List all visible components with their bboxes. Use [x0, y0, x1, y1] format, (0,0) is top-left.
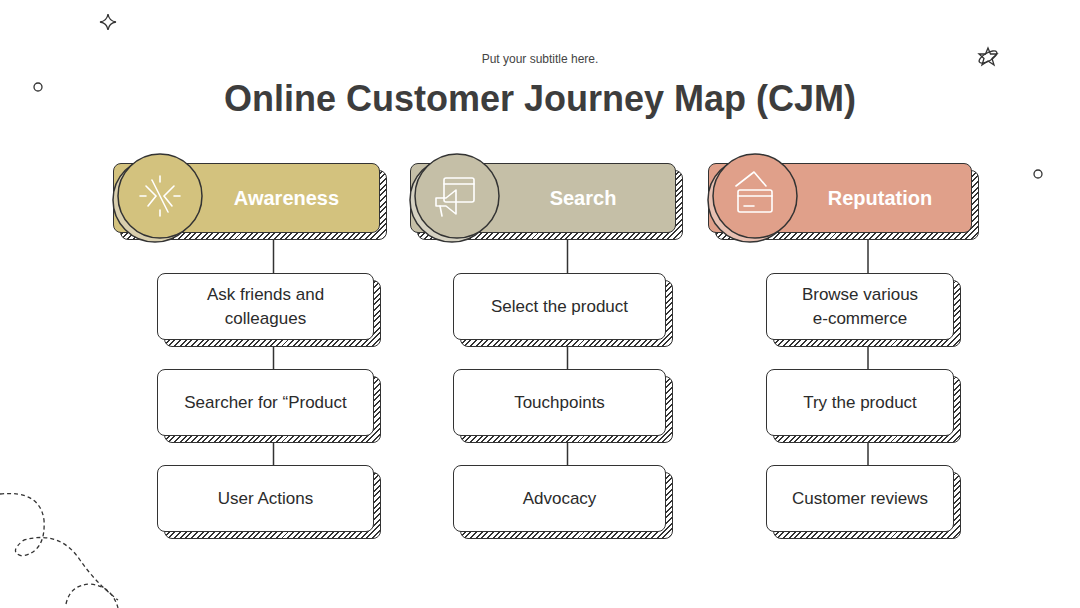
- search-icon-badge: [410, 154, 499, 242]
- stage-title: Awareness: [234, 187, 339, 210]
- step-box: Ask friends and colleagues: [157, 273, 374, 340]
- subtitle: Put your subtitle here.: [0, 52, 1080, 66]
- step-box: Customer reviews: [766, 465, 954, 532]
- awareness-icon-badge: [113, 154, 202, 242]
- step-text: Ask friends and colleagues: [196, 283, 336, 331]
- stage-title: Reputation: [828, 187, 932, 210]
- step-text: Advocacy: [523, 487, 597, 511]
- step-box: Select the product: [453, 273, 666, 340]
- step-text: Browse various e-commerce: [793, 283, 928, 331]
- sparkle: [100, 14, 116, 30]
- stage-header: Awareness: [113, 163, 380, 233]
- step-text: Try the product: [803, 391, 917, 415]
- step-box: Advocacy: [453, 465, 666, 532]
- step-box: Browse various e-commerce: [766, 273, 954, 340]
- step-box: User Actions: [157, 465, 374, 532]
- step-text: User Actions: [218, 487, 313, 511]
- step-text: Select the product: [491, 295, 628, 319]
- dot-ring: [1034, 170, 1042, 178]
- stage-header: Search: [410, 163, 676, 233]
- step-box: Try the product: [766, 369, 954, 436]
- step-text: Searcher for “Product: [184, 391, 347, 415]
- stage-header: Reputation: [708, 163, 972, 233]
- title: Online Customer Journey Map (CJM): [0, 78, 1080, 120]
- stage-title: Search: [550, 187, 617, 210]
- step-text: Customer reviews: [792, 487, 928, 511]
- step-box: Searcher for “Product: [157, 369, 374, 436]
- star-atom: [977, 48, 998, 65]
- step-text: Touchpoints: [514, 391, 605, 415]
- dot-ring: [34, 83, 42, 91]
- dashed-swirl: [0, 494, 118, 608]
- step-box: Touchpoints: [453, 369, 666, 436]
- reputation-icon-badge: [708, 154, 797, 242]
